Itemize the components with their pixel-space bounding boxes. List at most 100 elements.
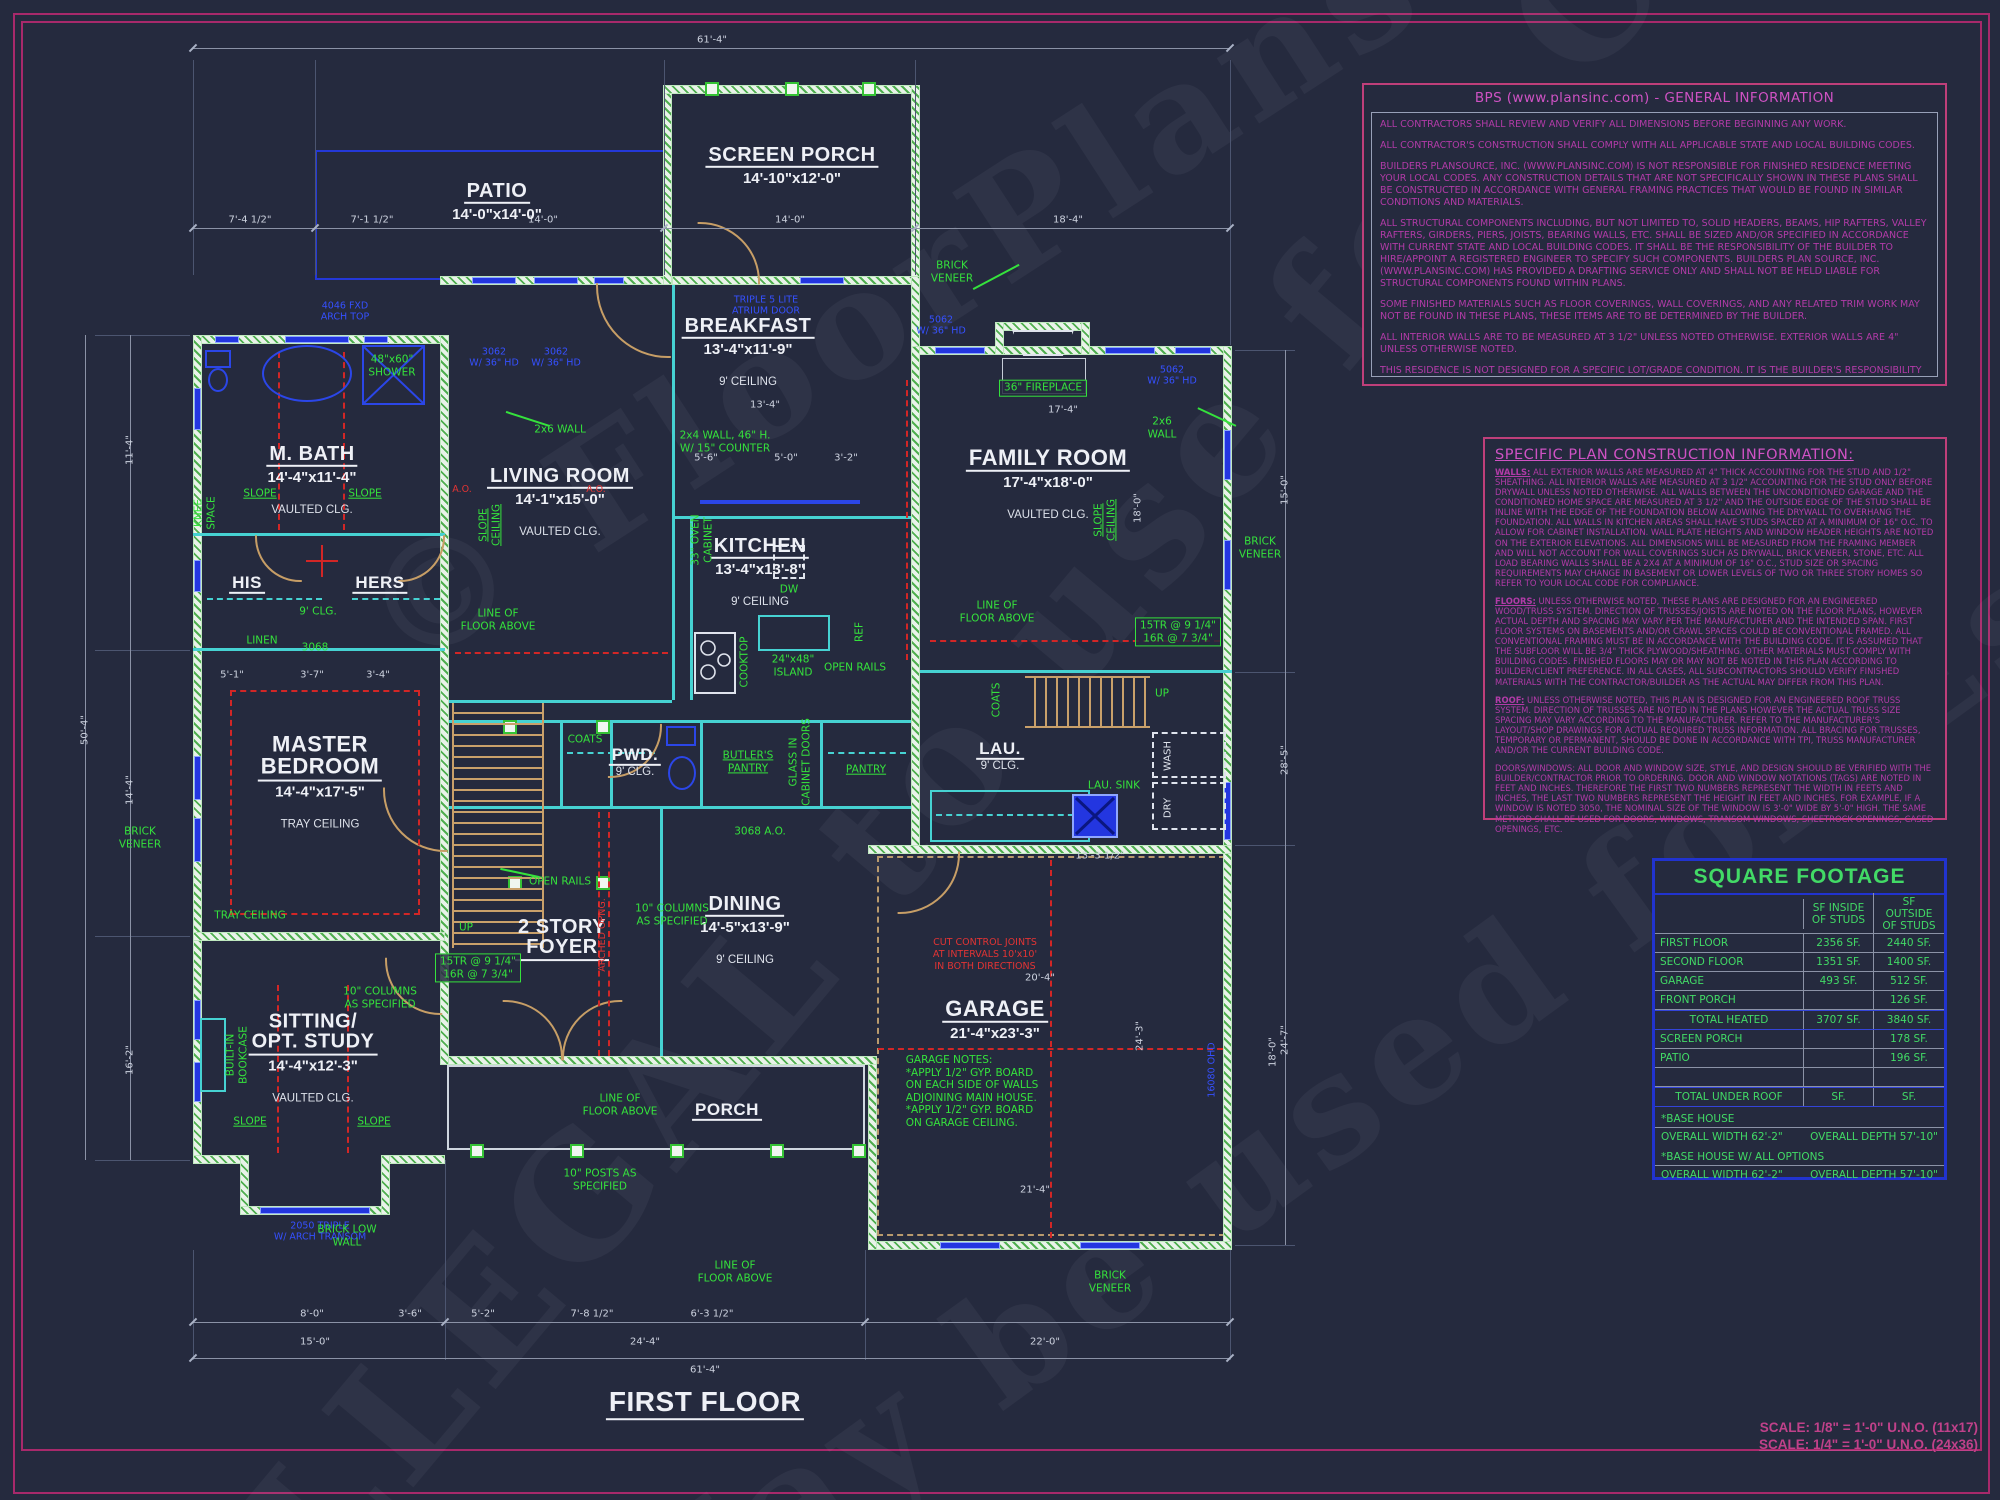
porch-post	[470, 1144, 484, 1158]
section-label: WALLS:	[1495, 467, 1531, 477]
base-house-options-overall: OVERALL WIDTH 62'-2" OVERALL DEPTH 57'-1…	[1655, 1165, 1944, 1184]
ann-slope: SLOPE	[233, 1115, 267, 1128]
row-label: SECOND FLOOR	[1660, 956, 1744, 968]
extension-line	[95, 335, 190, 336]
ann-10in-posts: 10" POSTS AS SPECIFIED	[563, 1167, 637, 1192]
dim-tick	[1225, 1353, 1235, 1363]
ann-brick-veneer: BRICK VENEER	[1088, 1269, 1132, 1294]
row-outside: 3840 SF.	[1873, 1011, 1944, 1029]
extension-line	[1230, 60, 1231, 345]
window	[534, 277, 578, 284]
extension-line	[445, 1160, 446, 1360]
room-size: 14'-10"x12'-0"	[742, 170, 842, 188]
laundry-sink-x-icon	[1074, 796, 1116, 836]
extension-line	[95, 1160, 190, 1161]
screen-porch-post	[785, 82, 799, 96]
partition	[449, 700, 672, 703]
info-paragraph: SOME FINISHED MATERIALS SUCH AS FLOOR CO…	[1380, 298, 1920, 322]
table-row-blank	[1655, 1068, 1944, 1087]
floor-above-line	[930, 640, 1220, 642]
floor-plan-drawing: 61'-4" 7'-4 1/2" 7'-1 1/2" 14'-0" 14'-0"…	[80, 35, 1295, 1420]
dim-label: 14'-0"	[774, 214, 806, 226]
pwd-sink	[668, 756, 696, 790]
drawing-title-text: FIRST FLOOR	[605, 1388, 805, 1420]
row-label	[1655, 1068, 1803, 1086]
dishwasher-box	[773, 545, 805, 579]
extension-line	[193, 60, 194, 275]
window	[1175, 347, 1211, 354]
ann-10in-columns: 10" COLUMNS AS SPECIFIED	[635, 902, 709, 927]
dim-label: 13'-3 1/2"	[1075, 850, 1125, 862]
window	[194, 756, 201, 800]
row-outside: 512 SF.	[1873, 972, 1944, 990]
porch-post	[852, 1144, 866, 1158]
ann-slope: SLOPE	[243, 487, 277, 500]
square-footage-title: SQUARE FOOTAGE	[1655, 861, 1944, 895]
row-label: TOTAL HEATED	[1689, 1014, 1769, 1026]
scale-note-2: SCALE: 1/4" = 1'-0" U.N.O. (24x36)	[1759, 1436, 1978, 1452]
room-label-kitchen: KITCHEN 13'-4"x13'-8" 9' CEILING	[710, 518, 810, 626]
section-text: ALL EXTERIOR WALLS ARE MEASURED AT 4" TH…	[1495, 467, 1934, 588]
dim-label: 15'-0"	[299, 1336, 331, 1348]
vault-line	[277, 985, 279, 1153]
closet-shelf	[207, 598, 322, 600]
arched-opening-line	[598, 812, 600, 1056]
extension-line	[865, 1250, 866, 1360]
ann-wash: WASH	[1162, 740, 1174, 772]
row-inside: 493 SF.	[1803, 972, 1873, 990]
fireplace-wall	[1081, 322, 1090, 355]
room-sub: TRAY CEILING	[280, 818, 360, 831]
porch-post	[570, 1144, 584, 1158]
room-sub: VAULTED CLG.	[271, 504, 353, 517]
row-inside	[1803, 1030, 1873, 1048]
screen-porch-post	[705, 82, 719, 96]
dim-label: 3'-4"	[366, 669, 390, 681]
dim-line-bottom-total	[193, 1358, 1230, 1359]
section-label: DOORS/WINDOWS:	[1495, 763, 1576, 774]
porch-post	[670, 1144, 684, 1158]
room-name: FAMILY ROOM	[965, 446, 1131, 473]
room-size: 13'-4"x11'-9"	[703, 341, 793, 359]
base-house-label: *BASE HOUSE	[1661, 1113, 1735, 1125]
header-cell: SF OUTSIDE OF STUDS	[1873, 893, 1944, 935]
dim-tick	[1225, 43, 1235, 53]
control-joint	[878, 1048, 1223, 1050]
room-name: PWD.	[608, 746, 662, 767]
section-text: UNLESS OTHERWISE NOTED, THIS PLAN IS DES…	[1495, 694, 1921, 756]
ann-2x6-wall: 2x6 WALL	[1147, 415, 1177, 440]
ann-slope: SLOPE	[357, 1115, 391, 1128]
overall-width: OVERALL WIDTH 62'-2"	[1661, 1169, 1783, 1181]
general-information-title: BPS (www.plansinc.com) - GENERAL INFORMA…	[1474, 90, 1835, 106]
room-label-breakfast: BREAKFAST 13'-4"x11'-9" 9' CEILING	[681, 298, 815, 406]
ann-open-rails: OPEN RAILS	[528, 875, 592, 888]
room-label-foyer: 2 STORY FOYER	[515, 899, 609, 961]
fireplace-wall	[995, 322, 1090, 331]
ann-pantry: PANTRY	[845, 763, 887, 776]
ann-coats: COATS	[567, 733, 603, 746]
pwd-toilet	[666, 726, 696, 746]
tag-ohd: 16080 OHD	[1206, 1042, 1218, 1098]
room-label-sitting: SITTING/ OPT. STUDY 14'-4"x12'-3" VAULTE…	[248, 994, 378, 1123]
dim-label: 16'-2"	[124, 1044, 136, 1076]
room-size: 17'-4"x18'-0"	[1003, 474, 1093, 492]
dim-label: 18'-0"	[1267, 1036, 1279, 1068]
tag-4046-arch: 4046 FXD ARCH TOP	[320, 300, 370, 323]
ann-line-of-floor-above: LINE OF FLOOR ABOVE	[582, 1092, 658, 1117]
dim-line-top-chain	[193, 228, 1230, 229]
toilet	[205, 350, 231, 368]
room-name: 2 STORY FOYER	[515, 917, 609, 961]
room-sub: VAULTED CLG.	[272, 1092, 354, 1105]
specific-section-floors: FLOORS: UNLESS OTHERWISE NOTED, THESE PL…	[1495, 596, 1935, 687]
window	[1224, 540, 1231, 590]
window	[285, 336, 349, 343]
ann-stair-note: 15TR @ 9 1/4" 16R @ 7 3/4"	[435, 953, 521, 983]
scale-notes: SCALE: 1/8" = 1'-0" U.N.O. (11x17) SCALE…	[1680, 1420, 1978, 1454]
room-name: PORCH	[692, 1101, 762, 1122]
arched-opening-line	[608, 812, 610, 1056]
general-information-box: BPS (www.plansinc.com) - GENERAL INFORMA…	[1362, 83, 1947, 386]
partition	[449, 720, 911, 723]
window	[215, 336, 239, 343]
porch-post	[770, 1144, 784, 1158]
ann-brick-veneer: BRICK VENEER	[930, 259, 974, 284]
row-label: FIRST FLOOR	[1660, 937, 1729, 949]
